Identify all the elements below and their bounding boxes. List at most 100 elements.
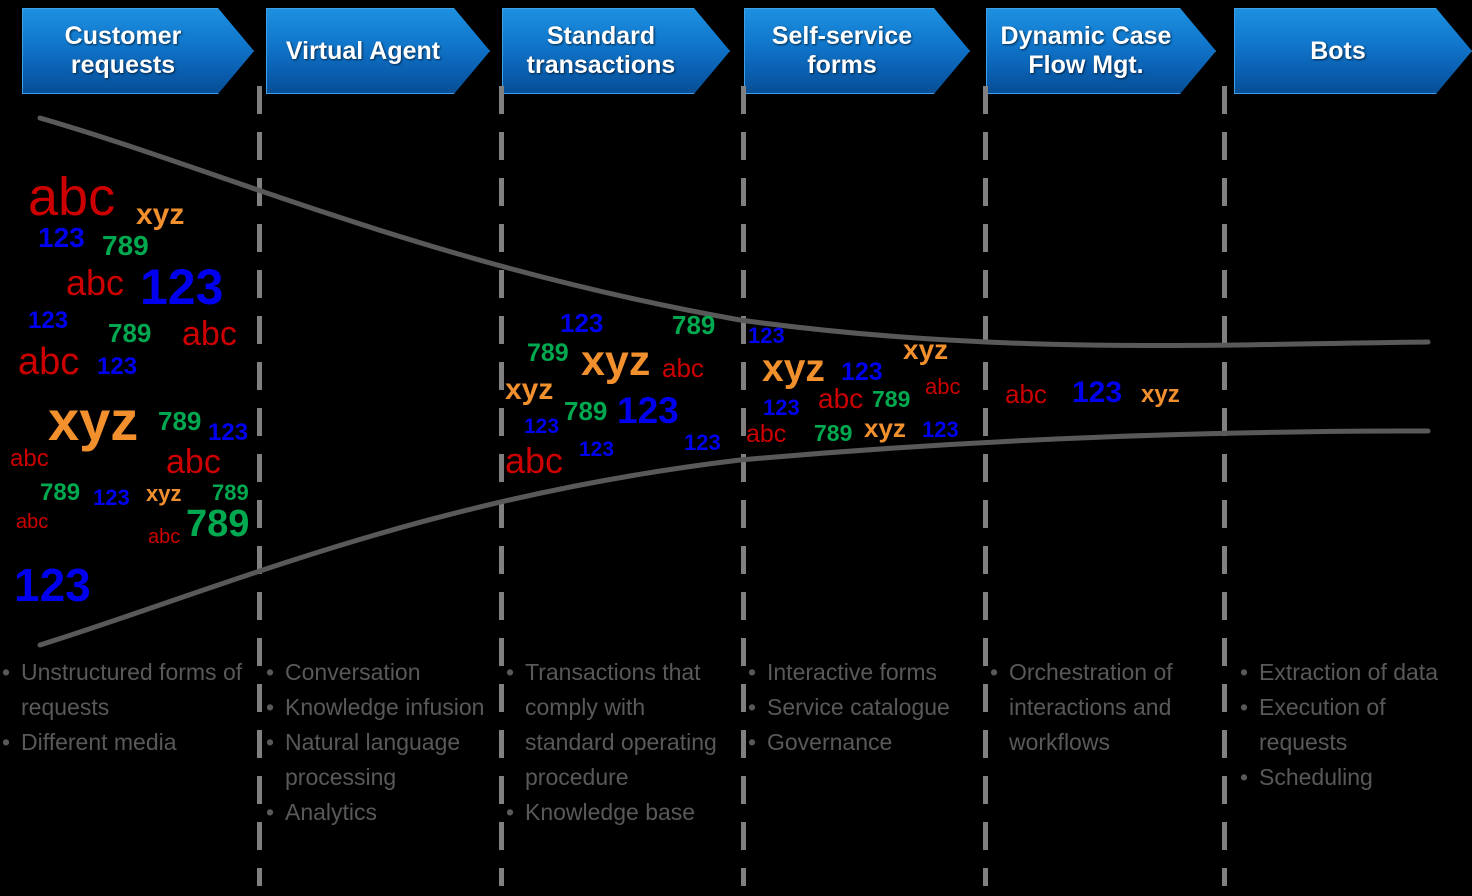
- arrow-shape-icon: [502, 8, 730, 94]
- list-item: Different media: [2, 725, 252, 760]
- list-item: Unstructured forms of requests: [2, 655, 252, 725]
- noise-token: abc: [182, 315, 237, 353]
- noise-token: abc: [16, 511, 49, 533]
- noise-token: xyz: [903, 334, 949, 365]
- noise-token: abc: [925, 374, 961, 399]
- noise-token: 123: [97, 353, 138, 380]
- stage-bullet-list-4: Interactive formsService catalogueGovern…: [748, 655, 972, 760]
- noise-token: abc: [818, 383, 864, 414]
- noise-token: 123: [579, 438, 615, 461]
- list-item: Analytics: [266, 795, 488, 830]
- stage-arrow-6[interactable]: Bots: [1234, 8, 1472, 94]
- noise-token: 123: [140, 259, 224, 315]
- noise-token: abc: [746, 420, 787, 448]
- noise-token: xyz: [505, 373, 554, 406]
- list-item: Service catalogue: [748, 690, 972, 725]
- stage-arrow-label: Bots: [1310, 36, 1366, 65]
- list-item: Transactions that comply with standard o…: [506, 655, 730, 795]
- column-divider-2: [499, 86, 504, 886]
- noise-token: abc: [148, 526, 181, 548]
- noise-token: 123: [684, 430, 721, 455]
- column-divider-3: [741, 86, 746, 886]
- list-item: Extraction of data: [1240, 655, 1466, 690]
- noise-token: xyz: [1141, 381, 1180, 408]
- noise-token: 123: [38, 222, 85, 253]
- stage-bullet-list-1: Unstructured forms of requestsDifferent …: [2, 655, 252, 760]
- stage-arrow-4[interactable]: Self-service forms: [744, 8, 970, 94]
- noise-token: xyz: [762, 347, 825, 390]
- noise-token: 123: [524, 415, 560, 438]
- stage-bullet-list-6: Extraction of dataExecution of requestsS…: [1240, 655, 1466, 795]
- noise-token: abc: [66, 262, 125, 303]
- list-item: Natural language processing: [266, 725, 488, 795]
- stage-bullet-list-3: Transactions that comply with standard o…: [506, 655, 730, 830]
- noise-token: xyz: [48, 389, 139, 452]
- list-item: Knowledge base: [506, 795, 730, 830]
- list-item: Scheduling: [1240, 760, 1466, 795]
- noise-token: 123: [748, 323, 785, 348]
- noise-token: xyz: [864, 413, 906, 443]
- noise-token: 123: [208, 419, 249, 446]
- noise-token: abc: [166, 443, 221, 481]
- noise-token: xyz: [581, 337, 651, 385]
- noise-token: abc: [18, 341, 80, 383]
- arrow-shape-icon: [986, 8, 1216, 94]
- list-item: Knowledge infusion: [266, 690, 488, 725]
- noise-token: 789: [212, 480, 249, 505]
- noise-token: 123: [763, 395, 800, 420]
- stage-arrow-5[interactable]: Dynamic Case Flow Mgt.: [986, 8, 1216, 94]
- stage-arrow-label: Self-service forms: [771, 22, 913, 79]
- stage-arrow-label: Customer requests: [64, 22, 182, 79]
- bullet-list: Interactive formsService catalogueGovern…: [748, 655, 972, 760]
- column-divider-5: [1222, 86, 1227, 886]
- noise-token: 123: [28, 307, 69, 334]
- noise-token: 123: [841, 358, 883, 386]
- noise-token: 789: [40, 479, 81, 506]
- stage-bullet-list-2: ConversationKnowledge infusionNatural la…: [266, 655, 488, 830]
- noise-token: 123: [93, 485, 130, 510]
- funnel-top-curve: [37, 115, 1431, 349]
- noise-token: 789: [872, 386, 911, 412]
- bullet-list: Transactions that comply with standard o…: [506, 655, 730, 830]
- noise-token: 123: [922, 417, 959, 442]
- stage-arrow-1[interactable]: Customer requests: [22, 8, 254, 94]
- column-divider-4: [983, 86, 988, 886]
- noise-token: 789: [564, 396, 608, 426]
- list-item: Execution of requests: [1240, 690, 1466, 760]
- bullet-list: ConversationKnowledge infusionNatural la…: [266, 655, 488, 830]
- noise-token: 789: [108, 318, 152, 348]
- stage-arrow-3[interactable]: Standard transactions: [502, 8, 730, 94]
- noise-token: 123: [1072, 376, 1123, 409]
- arrow-shape-icon: [22, 8, 254, 94]
- noise-token: 789: [672, 310, 716, 340]
- noise-token: xyz: [136, 198, 185, 231]
- list-item: Orchestration of interactions and workfl…: [990, 655, 1212, 760]
- noise-token: 123: [617, 390, 679, 431]
- noise-token: 789: [158, 406, 202, 436]
- bullet-list: Unstructured forms of requestsDifferent …: [2, 655, 252, 760]
- noise-token: xyz: [146, 481, 182, 506]
- noise-token: 789: [527, 339, 569, 367]
- noise-token: abc: [10, 445, 49, 472]
- list-item: Conversation: [266, 655, 488, 690]
- arrow-shape-icon: [744, 8, 970, 94]
- stage-arrow-label: Virtual Agent: [285, 36, 441, 65]
- bullet-list: Orchestration of interactions and workfl…: [990, 655, 1212, 760]
- noise-token: 123: [14, 559, 91, 611]
- noise-token: 789: [814, 420, 853, 446]
- stage-arrow-label: Standard transactions: [526, 22, 676, 79]
- noise-token: abc: [1005, 379, 1047, 409]
- noise-token: abc: [505, 440, 564, 481]
- stage-arrow-2[interactable]: Virtual Agent: [266, 8, 490, 94]
- stage-bullet-list-5: Orchestration of interactions and workfl…: [990, 655, 1212, 760]
- noise-token: abc: [28, 167, 116, 227]
- column-divider-1: [257, 86, 262, 886]
- noise-token: 789: [102, 230, 149, 261]
- noise-token: abc: [662, 353, 704, 383]
- arrow-shape-icon: [266, 8, 490, 94]
- arrow-shape-icon: [1234, 8, 1472, 94]
- list-item: Governance: [748, 725, 972, 760]
- bullet-list: Extraction of dataExecution of requestsS…: [1240, 655, 1466, 795]
- noise-token: 123: [560, 308, 604, 338]
